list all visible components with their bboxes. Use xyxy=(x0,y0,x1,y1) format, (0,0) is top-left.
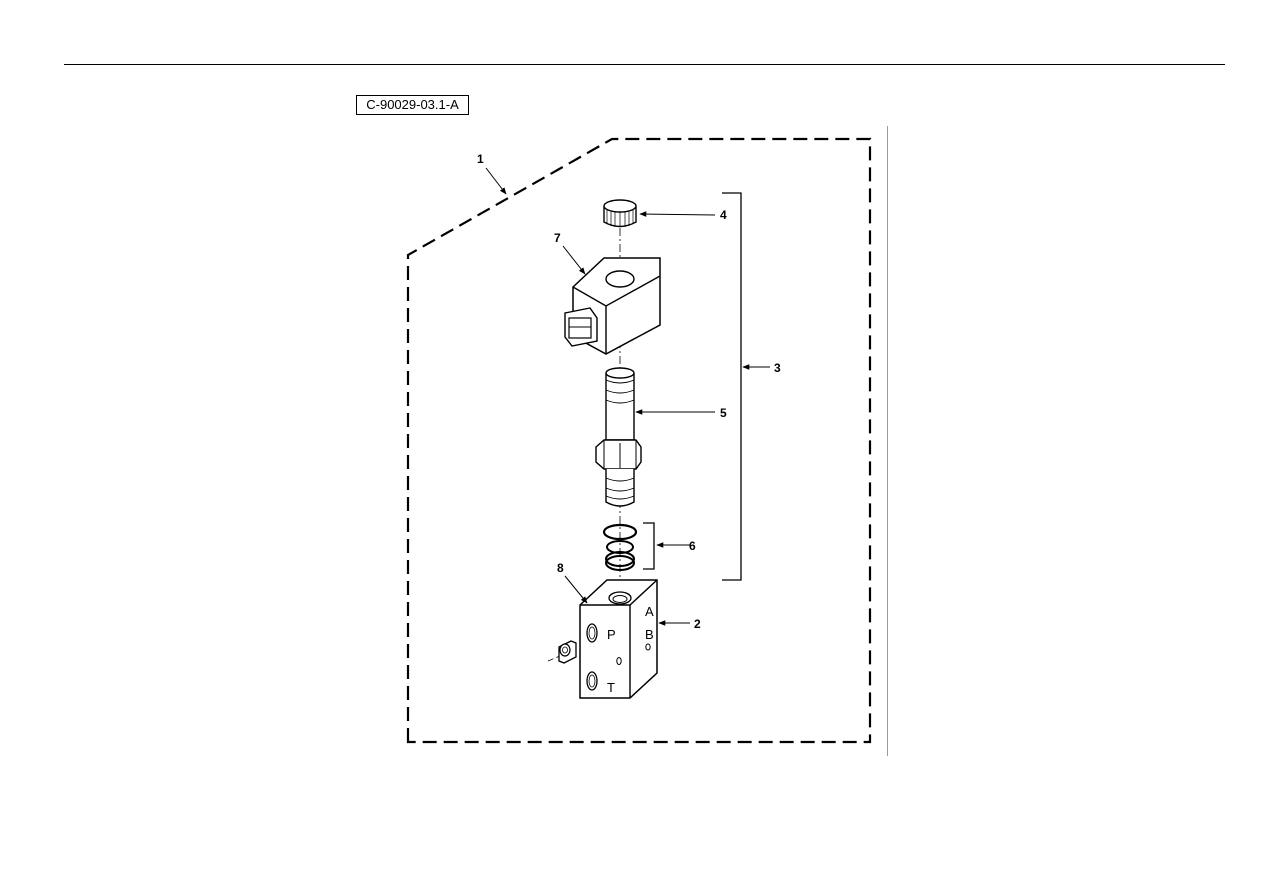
port-label-p: P xyxy=(607,627,616,642)
callout-4: 4 xyxy=(720,208,727,222)
header-rule xyxy=(64,64,1225,65)
page-side-rule xyxy=(887,126,888,756)
callout-7: 7 xyxy=(554,231,561,245)
callout-2: 2 xyxy=(694,617,701,631)
plug xyxy=(547,640,577,664)
callout-3: 3 xyxy=(774,361,781,375)
cartridge-valve xyxy=(595,367,642,507)
leader-lines xyxy=(485,167,770,626)
port-label-t: T xyxy=(607,680,615,695)
bracket-item-6 xyxy=(643,522,655,570)
solenoid-coil xyxy=(564,257,661,355)
knurled-nut xyxy=(603,199,637,228)
figure-id-label: C-90029-03.1-A xyxy=(356,95,469,115)
bracket-item-3 xyxy=(722,192,742,581)
seal-kit xyxy=(602,523,638,571)
callout-5: 5 xyxy=(720,406,727,420)
callout-6: 6 xyxy=(689,539,696,553)
callout-1: 1 xyxy=(477,152,484,166)
port-label-b: B xyxy=(645,627,654,642)
port-label-a: A xyxy=(645,604,654,619)
valve-body xyxy=(579,579,658,699)
callout-8: 8 xyxy=(557,561,564,575)
kit-boundary xyxy=(406,137,872,744)
